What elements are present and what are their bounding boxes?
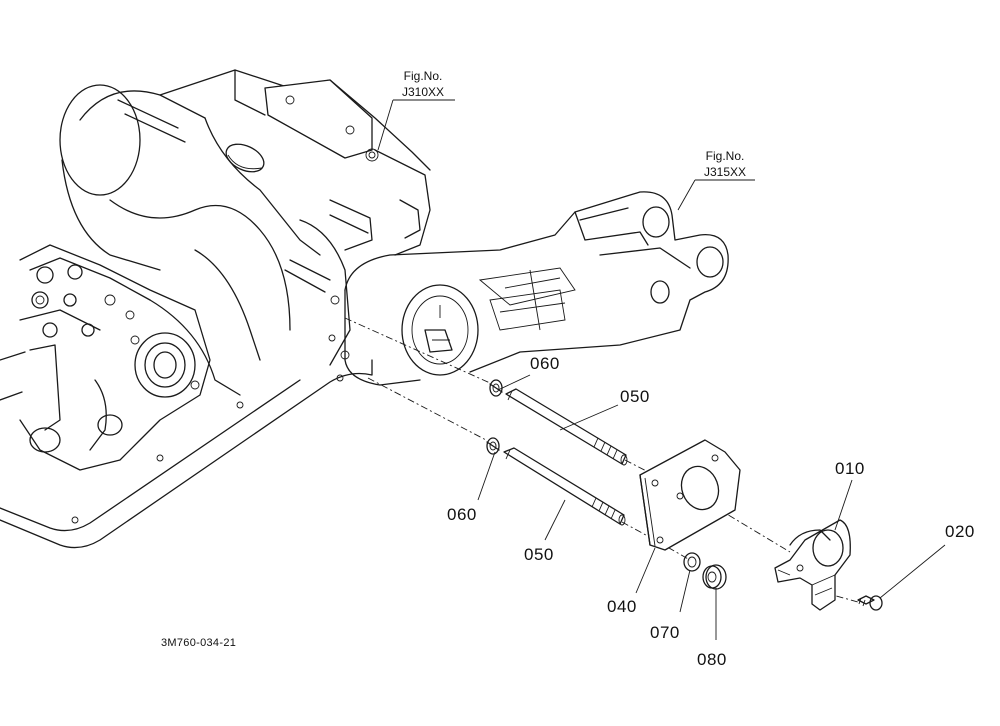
- figure-ref-j310-line2: J310XX: [401, 85, 445, 99]
- part-label-010: 010: [835, 459, 865, 478]
- part-060-washer-lower: [486, 437, 500, 455]
- part-label-020: 020: [945, 522, 975, 541]
- part-060-washer-upper: [489, 379, 503, 397]
- figure-ref-j315-line1: Fig.No.: [705, 149, 745, 163]
- part-050-stud-lower: [503, 447, 626, 526]
- part-010-sensor: [774, 519, 851, 611]
- part-label-060-lower: 060: [447, 505, 477, 524]
- leader-lines: [377, 99, 946, 640]
- part-label-050-lower: 050: [524, 545, 554, 564]
- lift-arm: [344, 191, 729, 386]
- part-040-plate: [639, 439, 741, 551]
- part-050-stud-upper: [505, 388, 628, 466]
- part-080-nut: [702, 564, 727, 590]
- part-label-050-upper: 050: [620, 387, 650, 406]
- figure-ref-j315: Fig.No. J315XX: [694, 150, 756, 178]
- figure-ref-j315-line2: J315XX: [703, 165, 747, 179]
- drawing-code: 3M760-034-21: [161, 637, 237, 649]
- part-label-070: 070: [650, 623, 680, 642]
- figure-ref-j310-line1: Fig.No.: [403, 69, 443, 83]
- part-label-060-upper: 060: [530, 354, 560, 373]
- part-070-washer: [683, 552, 701, 572]
- figure-ref-j310: Fig.No. J310XX: [392, 70, 454, 98]
- part-020-screw: [857, 595, 883, 611]
- transmission-housing: [0, 69, 431, 549]
- part-label-040: 040: [607, 597, 637, 616]
- part-label-080: 080: [697, 650, 727, 669]
- control-valve-block: [0, 244, 211, 471]
